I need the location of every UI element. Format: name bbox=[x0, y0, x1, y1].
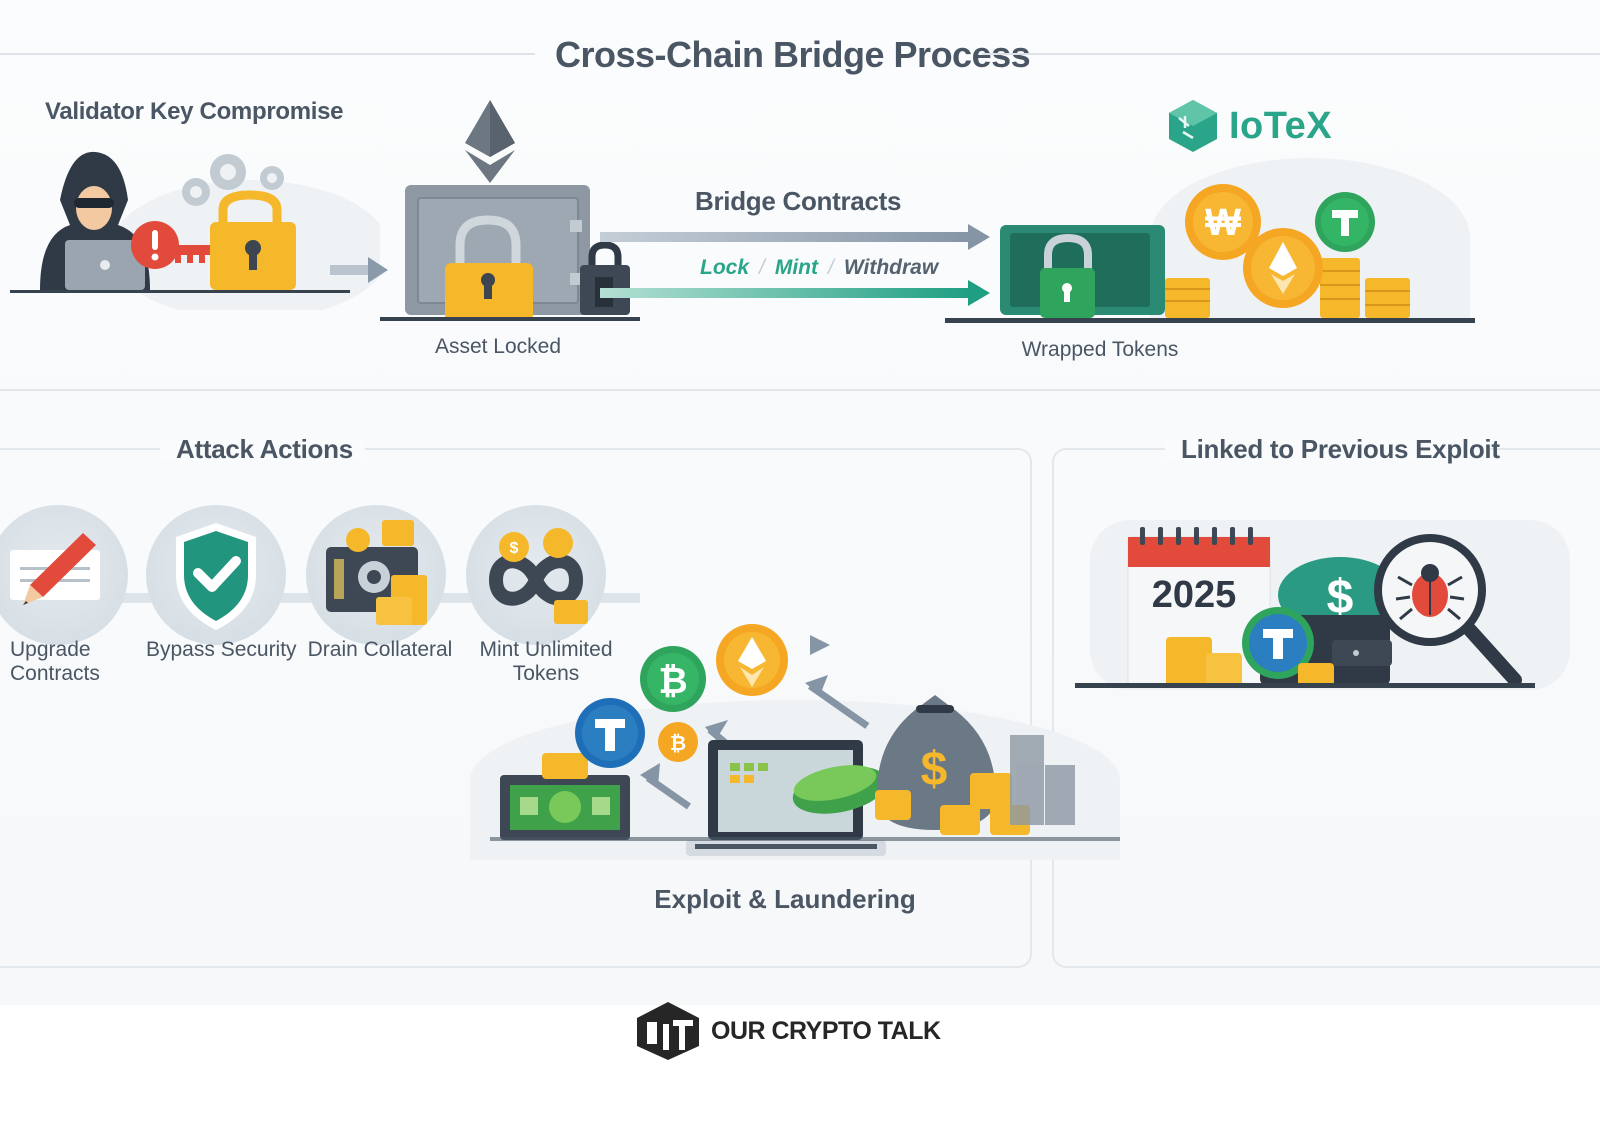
action-label-line1: Upgrade bbox=[10, 638, 91, 661]
section-divider bbox=[0, 389, 1600, 391]
action-label-line2: Contracts bbox=[10, 662, 100, 685]
svg-text:$: $ bbox=[510, 540, 519, 557]
padlock-icon bbox=[210, 190, 296, 290]
step-separator: / bbox=[828, 256, 834, 279]
infinity-coins-icon: $ bbox=[488, 528, 588, 624]
wrapped-tokens-label: Wrapped Tokens bbox=[1021, 338, 1179, 361]
alert-icon bbox=[131, 221, 179, 269]
bag-dollar-symbol: $ bbox=[921, 743, 948, 796]
green-padlock-icon bbox=[1040, 233, 1095, 318]
our-crypto-talk-logo-icon bbox=[637, 1002, 699, 1060]
bridge-steps: Lock / Mint / Withdraw bbox=[700, 256, 938, 280]
small-bitcoin-icon: ₿ bbox=[658, 722, 698, 762]
footer-brand-text: OUR CRYPTO TALK bbox=[711, 1016, 941, 1045]
iotex-brand-text: IoTeX bbox=[1229, 104, 1333, 147]
swap-arrows-icon bbox=[640, 635, 870, 810]
title-rule-right bbox=[982, 53, 1600, 55]
step-separator: / bbox=[759, 256, 765, 279]
action-mint-unlimited-tokens: $ bbox=[466, 505, 606, 645]
validator-title: Validator Key Compromise bbox=[45, 98, 344, 125]
svg-text:₿: ₿ bbox=[658, 660, 687, 701]
tether-coin-icon bbox=[1242, 607, 1314, 679]
ground-line bbox=[1075, 683, 1535, 688]
calendar-year: 2025 bbox=[1152, 574, 1237, 616]
action-label-line2: Tokens bbox=[512, 662, 580, 685]
title-rule-left bbox=[0, 53, 535, 55]
footer-logo: OUR CRYPTO TALK bbox=[633, 1000, 941, 1062]
bridge-arrows bbox=[600, 224, 990, 306]
coin-stack-icon bbox=[1165, 258, 1410, 318]
cash-bundle-icon bbox=[792, 765, 888, 814]
won-coin-icon: ₩ bbox=[1185, 184, 1261, 260]
page-title: Cross-Chain Bridge Process bbox=[555, 34, 1031, 75]
city-buildings-icon bbox=[1010, 735, 1075, 825]
attack-actions-title: Attack Actions bbox=[176, 434, 353, 464]
coin-stack-icon bbox=[1166, 637, 1334, 687]
infographic-canvas: Cross-Chain Bridge Process Validator Key… bbox=[0, 0, 1600, 1005]
wrapped-tokens-illustration: ₩ bbox=[945, 184, 1475, 323]
calendar-icon: 2025 bbox=[1127, 527, 1271, 688]
bridge-contracts-title: Bridge Contracts bbox=[695, 186, 902, 216]
frame-gap bbox=[160, 440, 365, 460]
ethereum-icon bbox=[465, 100, 515, 183]
bitcoin-coin-icon: ₿ bbox=[640, 646, 706, 712]
cash-icon bbox=[500, 775, 630, 840]
bridge-step-lock: Lock bbox=[700, 256, 750, 279]
shield-check-icon bbox=[176, 523, 256, 630]
coin-stack-icon bbox=[542, 753, 588, 779]
magnifier-bug-icon bbox=[1374, 534, 1522, 687]
asset-locked-label: Asset Locked bbox=[434, 335, 562, 358]
tether-coin-icon bbox=[575, 698, 645, 768]
ethereum-coin-icon bbox=[716, 624, 788, 696]
laptop-icon bbox=[65, 240, 145, 290]
arrow-right-icon bbox=[330, 257, 388, 283]
action-label: Bypass Security bbox=[146, 638, 297, 661]
bridge-step-mint: Mint bbox=[774, 256, 819, 279]
svg-text:₿: ₿ bbox=[670, 733, 686, 755]
bridge-step-withdraw: Withdraw bbox=[843, 256, 939, 279]
ethereum-coin-icon bbox=[1243, 228, 1323, 308]
validator-illustration bbox=[10, 151, 380, 310]
frame-gap bbox=[1165, 440, 1490, 460]
previous-exploit-title: Linked to Previous Exploit bbox=[1181, 434, 1500, 464]
tether-coin-icon bbox=[1315, 192, 1375, 252]
pencil-document-icon bbox=[10, 533, 100, 605]
action-label-line1: Mint Unlimited bbox=[479, 638, 613, 661]
action-drain-collateral bbox=[306, 505, 446, 645]
iotex-cube-icon bbox=[1169, 100, 1217, 152]
ground-line bbox=[945, 318, 1475, 323]
laundering-label: Exploit & Laundering bbox=[654, 884, 916, 914]
ground-line bbox=[380, 317, 640, 321]
gears-icon bbox=[182, 154, 284, 206]
action-label: Mint Unlimited Tokens bbox=[466, 638, 626, 686]
bridge-arrow-bottom-icon bbox=[600, 280, 990, 306]
laundering-illustration: ₿ ₿ bbox=[490, 624, 1120, 856]
action-bypass-security bbox=[146, 505, 286, 645]
iotex-logo: IoTeX bbox=[1165, 98, 1332, 154]
padlock-icon bbox=[445, 215, 533, 321]
key-icon bbox=[160, 245, 230, 263]
ground-line bbox=[490, 837, 1120, 841]
action-label: Upgrade Contracts bbox=[10, 638, 106, 686]
svg-text:₩: ₩ bbox=[1205, 202, 1241, 244]
action-upgrade-contracts bbox=[0, 505, 128, 645]
vault-coins-icon bbox=[326, 520, 427, 625]
attack-actions-frame bbox=[0, 448, 1032, 968]
bridge-arrow-top-icon bbox=[600, 224, 990, 250]
action-label: Drain Collateral bbox=[307, 638, 453, 661]
previous-exploit-illustration: 2025 $ bbox=[1075, 527, 1535, 688]
ground-line bbox=[10, 290, 350, 293]
asset-locked-illustration bbox=[380, 100, 640, 321]
